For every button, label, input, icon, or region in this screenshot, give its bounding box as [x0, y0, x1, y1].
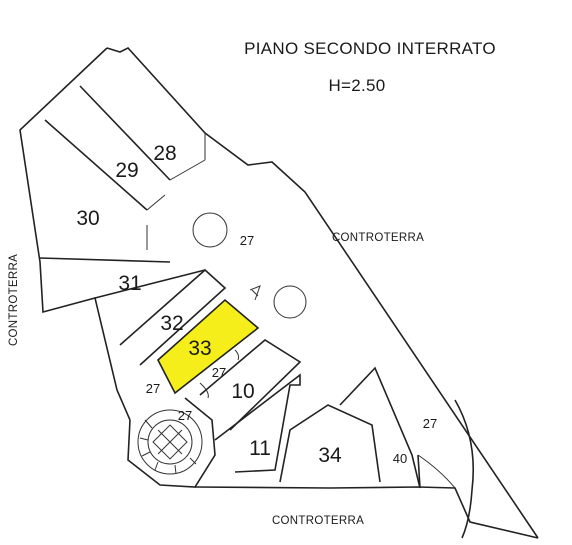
room-label-32: 32 — [160, 312, 183, 335]
room-label-30: 30 — [76, 207, 99, 230]
room-30-31-divider — [39, 257, 171, 263]
bay-28-end — [169, 159, 206, 181]
door-swing-icon — [199, 349, 240, 399]
corridor-label-27-top: 27 — [240, 233, 254, 248]
box-34-walls — [279, 404, 381, 483]
room-31-32-divider — [94, 269, 206, 299]
entry-arrow-icon — [249, 285, 261, 301]
pillar-circle-1 — [192, 212, 228, 248]
plan-title: PIANO SECONDO INTERRATO — [244, 39, 496, 58]
ramp-curve — [454, 399, 475, 539]
box-11-walls — [214, 373, 301, 473]
height-label: H=2.50 — [328, 76, 385, 95]
corridor-label-27-left: 27 — [146, 381, 160, 396]
ramp-curve-inner — [417, 454, 456, 489]
room-label-11: 11 — [249, 437, 271, 460]
room-label-28: 28 — [153, 142, 176, 165]
outer-wall — [106, 47, 539, 539]
controterra-left: CONTROTERRA — [8, 254, 20, 346]
controterra-bottom: CONTROTERRA — [272, 515, 364, 527]
box-33-highlight — [157, 298, 260, 395]
room-label-29: 29 — [115, 159, 138, 182]
corridor-label-27-stair: 27 — [178, 408, 192, 423]
room-label-31: 31 — [118, 272, 141, 295]
corridor-label-27-mid: 27 — [212, 365, 226, 380]
room-label-40: 40 — [393, 451, 407, 466]
bottom-wall — [194, 486, 539, 539]
left-wall — [19, 47, 131, 421]
bay-29-30-divider — [44, 119, 148, 211]
bay-28-29-divider — [79, 85, 171, 181]
corridor-label-27-right: 27 — [423, 416, 437, 431]
bay-29-end — [146, 194, 166, 211]
spiral-staircase — [127, 397, 216, 488]
room-label-10: 10 — [231, 380, 254, 403]
room-label-34: 34 — [318, 444, 342, 467]
right-curve-inner — [417, 454, 421, 489]
box-40-walls — [339, 366, 421, 489]
pillar-circle-2 — [273, 285, 307, 319]
room-label-33: 33 — [188, 337, 211, 360]
controterra-right: CONTROTERRA — [332, 232, 424, 244]
box-32-walls — [119, 268, 227, 366]
box-10-walls — [199, 339, 302, 431]
